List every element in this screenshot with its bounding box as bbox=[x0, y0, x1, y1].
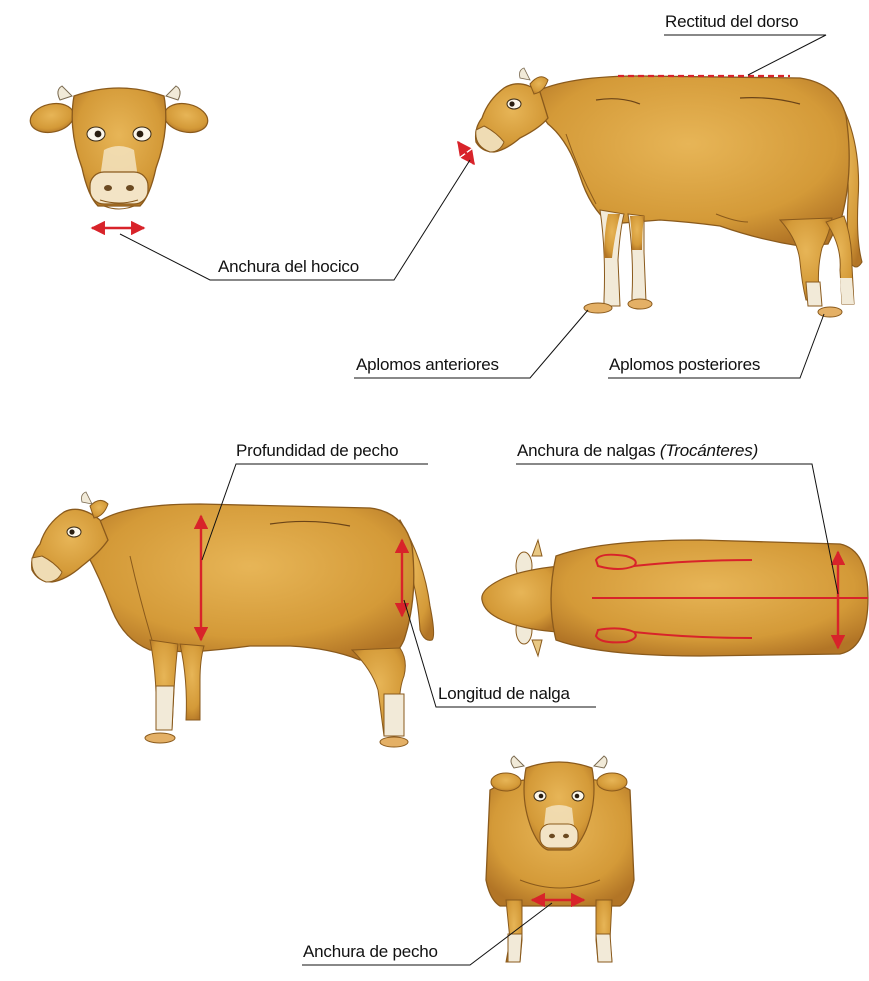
label-anchura-nalgas-text: Anchura de nalgas bbox=[517, 441, 655, 460]
cow-side-view-top bbox=[476, 68, 862, 317]
label-longitud-nalga: Longitud de nalga bbox=[438, 684, 570, 704]
label-anchura-pecho: Anchura de pecho bbox=[303, 942, 438, 962]
label-profundidad-pecho: Profundidad de pecho bbox=[236, 441, 398, 461]
measure-arrow-hocico-lateral bbox=[458, 142, 474, 164]
label-anchura-hocico: Anchura del hocico bbox=[218, 257, 359, 277]
cow-side-view-middle bbox=[32, 492, 434, 747]
label-anchura-nalgas: Anchura de nalgas (Trocánteres) bbox=[517, 441, 758, 461]
label-aplomos-anteriores: Aplomos anteriores bbox=[356, 355, 499, 375]
label-rectitud-dorso: Rectitud del dorso bbox=[665, 12, 798, 32]
leader-rectitud-dorso bbox=[664, 35, 826, 75]
label-aplomos-posteriores: Aplomos posteriores bbox=[609, 355, 760, 375]
cow-head-front bbox=[28, 86, 211, 209]
cow-front-view bbox=[486, 756, 634, 962]
label-anchura-nalgas-note: (Trocánteres) bbox=[660, 441, 758, 460]
